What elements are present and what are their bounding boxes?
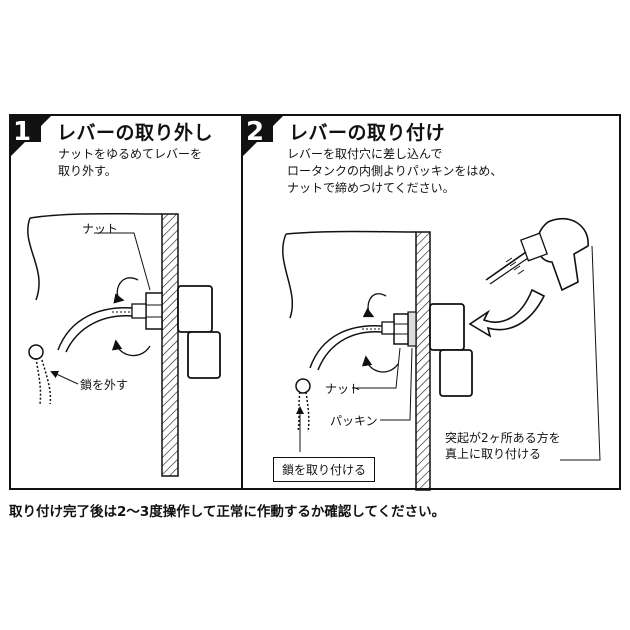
step2-illustration [282, 217, 601, 491]
chain-hook [28, 344, 44, 360]
step2-note: 突起が2ヶ所ある方を 真上に取り付ける [445, 430, 561, 462]
step2-label-chain-attach: 鎖を取り付ける [273, 457, 376, 482]
panel-divider [241, 114, 243, 490]
tank-wall [161, 213, 179, 477]
tank-wall [415, 231, 431, 491]
step2-tab [241, 114, 285, 158]
step2-title: レバーの取り付け [289, 122, 446, 144]
step2-note-line: 真上に取り付ける [445, 447, 542, 461]
step1-number: 1 [13, 117, 32, 147]
packing [407, 311, 417, 347]
lever-part-detail [485, 217, 589, 292]
step2-number: 2 [246, 117, 265, 147]
nut [145, 292, 163, 330]
step2-label-packing: パッキン [330, 414, 378, 428]
step2-note-line: 突起が2ヶ所ある方を [445, 431, 561, 445]
lever-handle-outer [177, 285, 213, 333]
step1-desc-line: 取り外す。 [58, 164, 117, 178]
lever-handle-grip [187, 331, 221, 379]
step1-label-chain-remove: 鎖を外す [80, 378, 129, 392]
nut [393, 313, 409, 345]
step2-description: レバーを取付穴に差し込んで ロータンクの内側よりパッキンをはめ、 ナットで締めつ… [287, 146, 502, 197]
step2-desc-line: レバーを取付穴に差し込んで [287, 147, 443, 161]
completion-note: 取り付け完了後は2〜3度操作して正常に作動するか確認してください。 [9, 504, 446, 520]
insert-arrow [468, 288, 546, 338]
step1-description: ナットをゆるめてレバーを 取り外す。 [58, 146, 202, 180]
chain-hook [295, 378, 311, 394]
step1-label-nut: ナット [82, 222, 119, 236]
lever-handle-grip [439, 349, 473, 397]
step2-label-nut: ナット [325, 382, 362, 396]
step2-desc-line: ロータンクの内側よりパッキンをはめ、 [287, 164, 503, 178]
lever-handle-outer [429, 303, 465, 351]
step2-desc-line: ナットで締めつけてください。 [287, 181, 455, 195]
step1-illustration [27, 212, 221, 477]
step1-desc-line: ナットをゆるめてレバーを [58, 147, 203, 161]
instruction-frame [9, 114, 621, 490]
step1-tab [9, 114, 53, 158]
step1-title: レバーの取り外し [57, 122, 214, 144]
